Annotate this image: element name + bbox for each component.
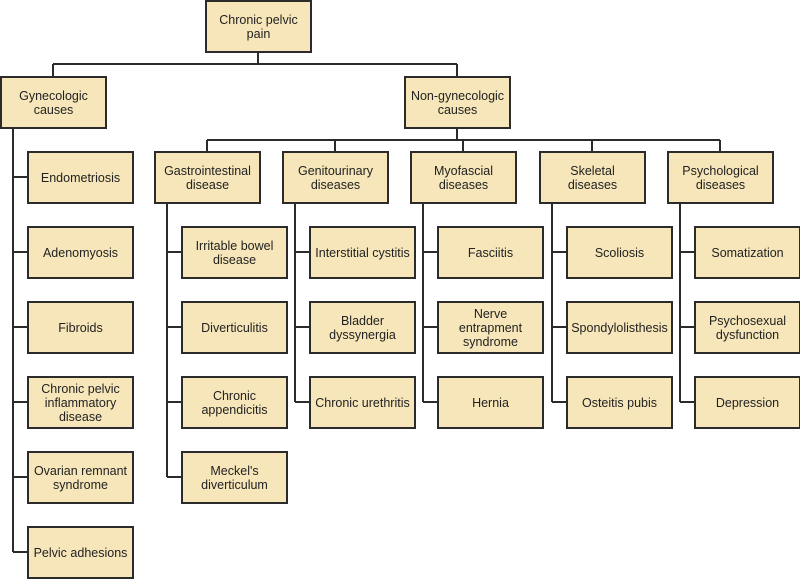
- disease-node: Diverticulitis: [181, 301, 288, 354]
- category-node: Myofascial diseases: [410, 151, 517, 204]
- category-node: Skeletal diseases: [539, 151, 646, 204]
- gynecologic-cause-node: Adenomyosis: [27, 226, 134, 279]
- disease-node: Fasciitis: [437, 226, 544, 279]
- category-node: Gastrointestinal disease: [154, 151, 261, 204]
- disease-node: Hernia: [437, 376, 544, 429]
- disease-node: Interstitial cystitis: [309, 226, 416, 279]
- gynecologic-cause-node: Pelvic adhesions: [27, 526, 134, 579]
- non-gynecologic-causes-node: Non-gynecologic causes: [404, 76, 511, 129]
- disease-node: Chronic urethritis: [309, 376, 416, 429]
- gynecologic-cause-node: Fibroids: [27, 301, 134, 354]
- disease-node: Irritable bowel disease: [181, 226, 288, 279]
- disease-node: Bladder dyssynergia: [309, 301, 416, 354]
- disease-node: Meckel's diverticulum: [181, 451, 288, 504]
- disease-node: Spondylolisthesis: [566, 301, 673, 354]
- category-node: Genitourinary diseases: [282, 151, 389, 204]
- disease-node: Depression: [694, 376, 800, 429]
- disease-node: Chronic appendicitis: [181, 376, 288, 429]
- gynecologic-causes-node: Gynecologic causes: [0, 76, 107, 129]
- disease-node: Nerve entrapment syndrome: [437, 301, 544, 354]
- disease-node: Somatization: [694, 226, 800, 279]
- disease-node: Scoliosis: [566, 226, 673, 279]
- disease-node: Psychosexual dysfunction: [694, 301, 800, 354]
- root-node: Chronic pelvic pain: [205, 0, 312, 53]
- gynecologic-cause-node: Ovarian remnant syndrome: [27, 451, 134, 504]
- gynecologic-cause-node: Chronic pelvic inflammatory disease: [27, 376, 134, 429]
- disease-node: Osteitis pubis: [566, 376, 673, 429]
- gynecologic-cause-node: Endometriosis: [27, 151, 134, 204]
- category-node: Psychological diseases: [667, 151, 774, 204]
